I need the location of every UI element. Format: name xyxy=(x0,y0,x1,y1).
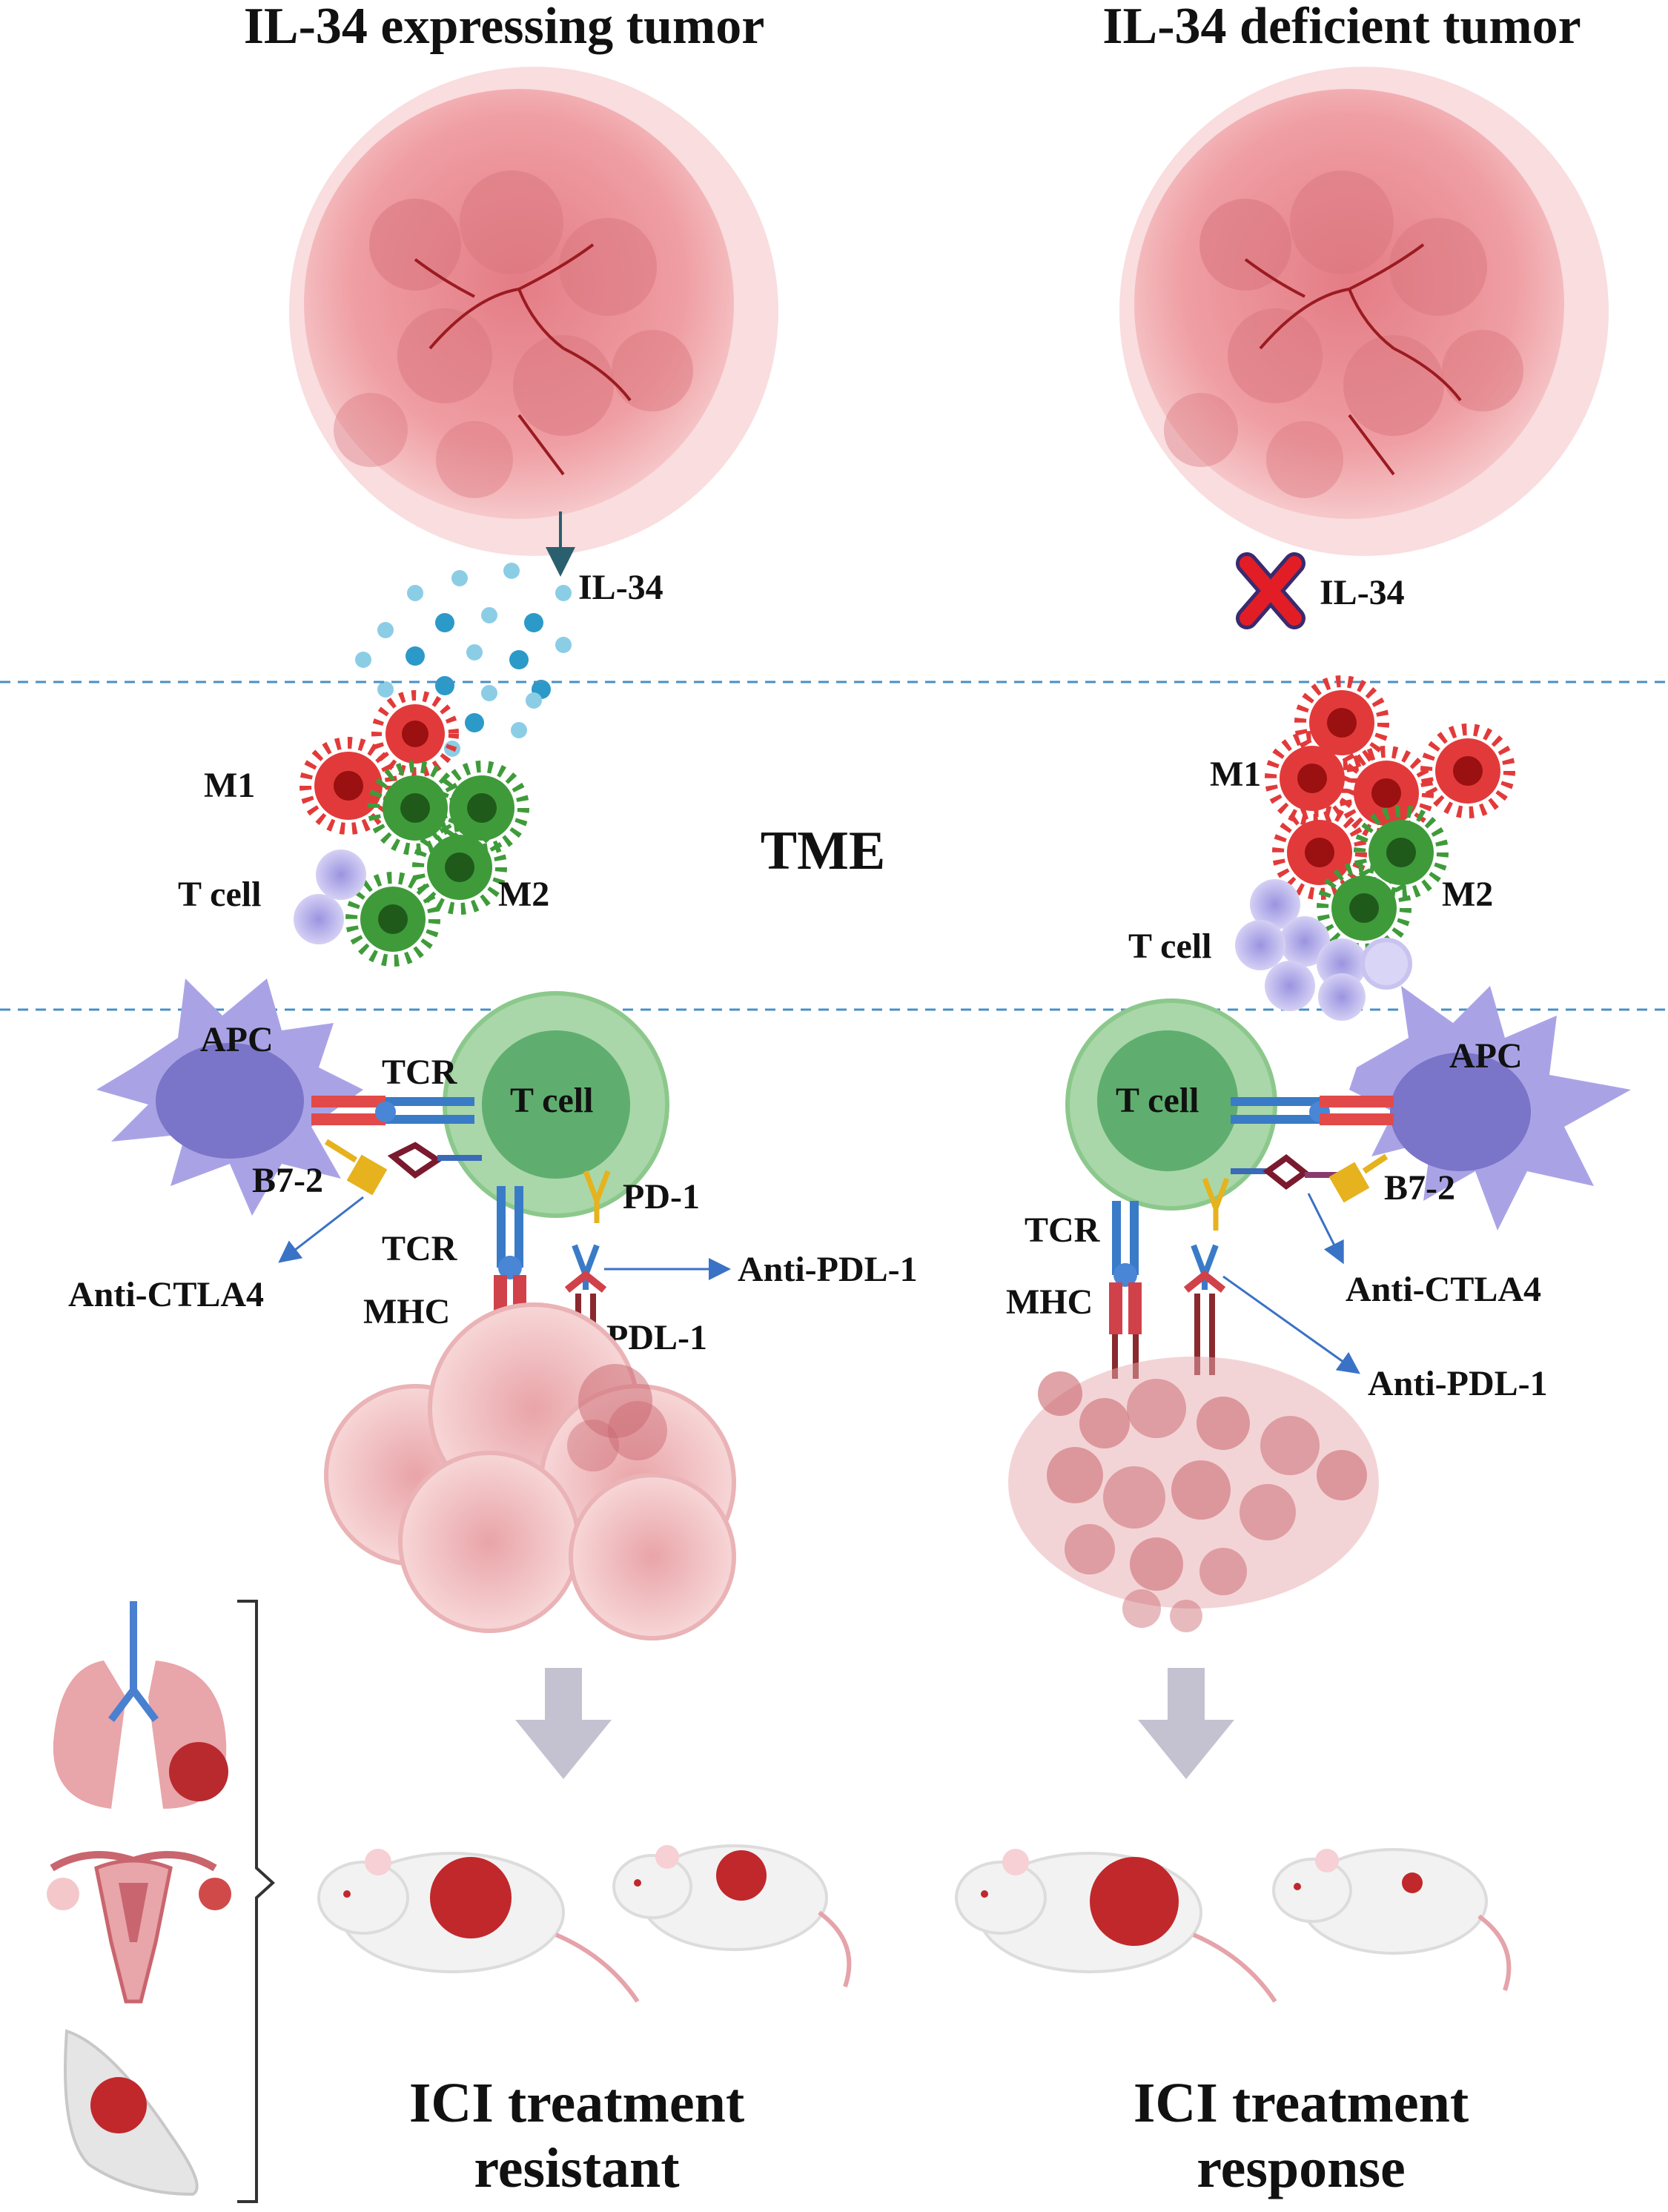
left-apc-cell xyxy=(96,978,363,1216)
left-il34-label: IL-34 xyxy=(578,568,663,607)
left-pd1-label: PD-1 xyxy=(623,1177,700,1216)
tme-label: TME xyxy=(761,821,886,881)
mouse-icon xyxy=(955,1849,1277,2003)
right-outcome-line1: ICI treatment xyxy=(1133,2072,1469,2134)
left-tumor-mass xyxy=(324,1302,736,1640)
right-apc-label: APC xyxy=(1449,1036,1523,1076)
right-tcell-large xyxy=(1065,999,1277,1211)
left-panel-title: IL-34 expressing tumor xyxy=(244,0,765,55)
right-down-arrow-icon xyxy=(1138,1668,1234,1779)
left-pdl1-label: PDL-1 xyxy=(606,1318,707,1357)
right-tumor-mass-disrupted xyxy=(1008,1357,1379,1632)
right-apc-cell xyxy=(1349,986,1631,1231)
right-anti-ctla4-label: Anti-CTLA4 xyxy=(1346,1270,1541,1309)
left-tumor-icon xyxy=(289,67,778,556)
left-mhc-label: MHC xyxy=(363,1292,450,1331)
right-tme-cells xyxy=(1235,675,1515,1021)
right-il34-label: IL-34 xyxy=(1320,573,1405,612)
left-receptor-complex xyxy=(311,1096,611,1223)
lung-icon xyxy=(53,1601,228,1809)
left-tcr-top-label: TCR xyxy=(382,1053,458,1092)
left-m2-label: M2 xyxy=(498,875,549,914)
left-outcome-line1: ICI treatment xyxy=(409,2072,744,2134)
right-tcell-label: T cell xyxy=(1128,927,1211,966)
right-panel-title: IL-34 deficient tumor xyxy=(1102,0,1581,55)
left-down-arrow-icon xyxy=(515,1668,612,1779)
right-anti-pdl1-label: Anti-PDL-1 xyxy=(1368,1364,1548,1403)
right-tcr-label: TCR xyxy=(1025,1211,1101,1250)
left-anti-pdl1-label: Anti-PDL-1 xyxy=(738,1250,918,1289)
left-synapse-tcell-label: T cell xyxy=(510,1081,593,1120)
right-m2-label: M2 xyxy=(1442,875,1493,914)
right-b7-label: B7-2 xyxy=(1384,1168,1455,1208)
left-tcr-bottom-label: TCR xyxy=(382,1229,458,1268)
right-mhc-label: MHC xyxy=(1006,1282,1093,1322)
right-tcr-mhc-complex xyxy=(1109,1201,1226,1379)
left-outcome-line2: resistant xyxy=(474,2137,679,2199)
mouse-icon xyxy=(612,1844,852,1987)
x-mark-icon xyxy=(1236,552,1305,629)
left-tme-cells xyxy=(294,690,529,967)
left-tcell-label: T cell xyxy=(178,875,261,914)
left-anti-ctla4-label: Anti-CTLA4 xyxy=(68,1275,264,1314)
mouse-icon xyxy=(1272,1848,1512,1991)
il34-cytokine-dots xyxy=(355,563,572,757)
right-m1-label: M1 xyxy=(1210,755,1261,794)
left-apc-label: APC xyxy=(200,1020,274,1059)
mouse-icon xyxy=(317,1849,640,2003)
left-m1-label: M1 xyxy=(204,766,255,805)
left-tcell-large xyxy=(443,991,669,1218)
organ-bracket xyxy=(237,1600,275,2203)
right-synapse-tcell-label: T cell xyxy=(1116,1081,1199,1120)
right-tumor-icon xyxy=(1119,67,1609,556)
uterus-icon xyxy=(47,1851,231,2004)
right-receptor-complex xyxy=(1202,1096,1394,1231)
right-outcome-line2: response xyxy=(1197,2137,1406,2199)
breast-icon xyxy=(64,2029,199,2196)
left-b7-label: B7-2 xyxy=(252,1161,323,1200)
